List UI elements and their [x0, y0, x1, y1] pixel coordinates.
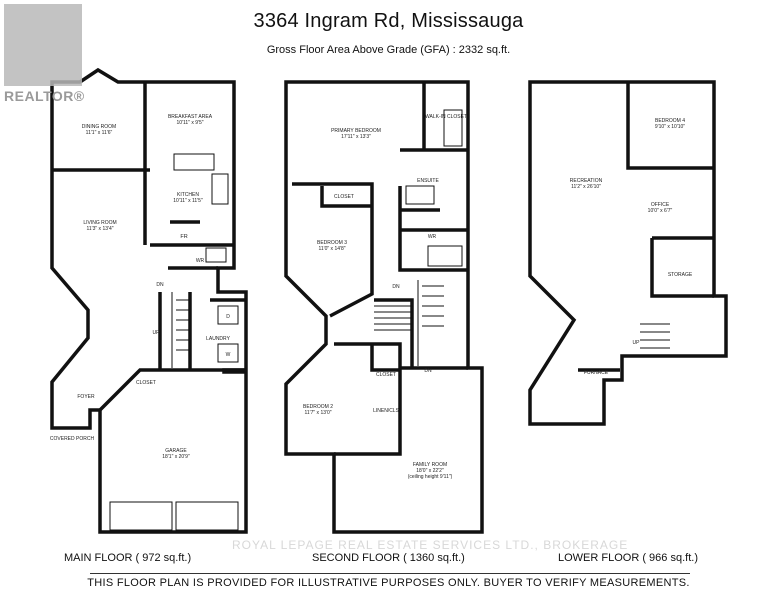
room-bed3-label: BEDROOM 3 — [317, 240, 347, 246]
room-fr-label: FR — [180, 234, 187, 240]
room-office-label: OFFICE — [651, 202, 670, 208]
room-living-label: LIVING ROOM — [83, 220, 116, 226]
room-foyer-label: FOYER — [77, 394, 95, 400]
lower-floor-label: LOWER FLOOR ( 966 sq.ft.) — [558, 552, 698, 564]
gfa-subtitle: Gross Floor Area Above Grade (GFA) : 233… — [266, 44, 511, 56]
room-family-ceiling: (ceiling height 9'11") — [408, 474, 453, 480]
dryer-label: D — [226, 314, 230, 320]
main-floor-outline — [50, 67, 248, 534]
room-walkin-label: WALK-IN CLOSET — [425, 114, 467, 120]
main-up-label: UP — [153, 330, 161, 336]
room-linen-label: LINEN/CLS — [373, 408, 400, 414]
room-breakfast-dim: 10'11" x 9'5" — [176, 120, 203, 126]
room-primary-label: PRIMARY BEDROOM — [331, 128, 381, 134]
room-bed2-dim: 11'7" x 13'0" — [304, 410, 331, 416]
room-laundry-label: LAUNDRY — [206, 336, 230, 342]
lower-floor-room-labels: BEDROOM 4 9'10" x 10'10" RECREATION 11'2… — [570, 118, 693, 376]
room-main-wr-label: WR — [196, 258, 205, 264]
room-main-closet-label: CLOSET — [136, 380, 156, 386]
room-garage-label: GARAGE — [165, 448, 187, 454]
second-floor-label: SECOND FLOOR ( 1360 sq.ft.) — [312, 552, 465, 564]
disclaimer-text: THIS FLOOR PLAN IS PROVIDED FOR ILLUSTRA… — [87, 577, 690, 589]
room-primary-dim: 17'11" x 13'3" — [341, 134, 371, 140]
room-second-closet-label: CLOSET — [334, 194, 354, 200]
washer-label: W — [226, 352, 231, 358]
disclaimer-rule — [90, 573, 690, 574]
room-porch-label: COVERED PORCH — [50, 436, 95, 442]
room-living-dim: 11'3" x 13'4" — [86, 226, 113, 232]
room-storage-label: STORAGE — [668, 272, 693, 278]
room-recreation-dim: 11'2" x 26'10" — [571, 184, 601, 190]
room-kitchen-label: KITCHEN — [177, 192, 199, 198]
room-second-wr-label: WR — [428, 234, 437, 240]
main-dn-label: DN — [156, 282, 164, 288]
brokerage-watermark: ROYAL LEPAGE REAL ESTATE SERVICES LTD., … — [232, 538, 629, 552]
page-title: 3364 Ingram Rd, Mississauga — [253, 10, 524, 32]
room-ensuite-label: ENSUITE — [417, 178, 439, 184]
room-recreation-label: RECREATION — [570, 178, 603, 184]
second-dn-label: DN — [392, 284, 400, 290]
realtor-logo-text: REALTOR® — [4, 88, 85, 104]
room-bed4-label: BEDROOM 4 — [655, 118, 685, 124]
room-bed3-dim: 11'0" x 14'8" — [318, 246, 345, 252]
room-dining-label: DINING ROOM — [82, 124, 116, 130]
lower-floor-outline — [528, 80, 728, 426]
room-breakfast-label: BREAKFAST AREA — [168, 114, 213, 120]
room-family-dim: 18'0" x 22'2" — [416, 468, 444, 474]
room-family-label: FAMILY ROOM — [413, 462, 447, 468]
room-bed2-label: BEDROOM 2 — [303, 404, 333, 410]
room-dining-dim: 11'1" x 11'6" — [86, 130, 113, 136]
second-dn2-label: DN — [424, 368, 432, 374]
room-office-dim: 10'0" x 6'7" — [648, 208, 673, 214]
room-kitchen-dim: 10'11" x 11'5" — [173, 198, 203, 204]
lower-up-label: UP — [633, 340, 641, 346]
second-floor-room-labels: PRIMARY BEDROOM 17'11" x 13'3" WALK-IN C… — [303, 114, 467, 480]
main-floor-label: MAIN FLOOR ( 972 sq.ft.) — [64, 552, 192, 564]
room-second-closet2-label: CLOSET — [376, 372, 396, 378]
room-furnace-label: FURNACE — [584, 370, 609, 376]
realtor-logo-icon — [4, 4, 82, 86]
room-bed4-dim: 9'10" x 10'10" — [655, 124, 685, 130]
main-floor-room-labels: DINING ROOM 11'1" x 11'6" BREAKFAST AREA… — [50, 114, 231, 460]
room-garage-dim: 18'1" x 20'9" — [162, 454, 190, 460]
